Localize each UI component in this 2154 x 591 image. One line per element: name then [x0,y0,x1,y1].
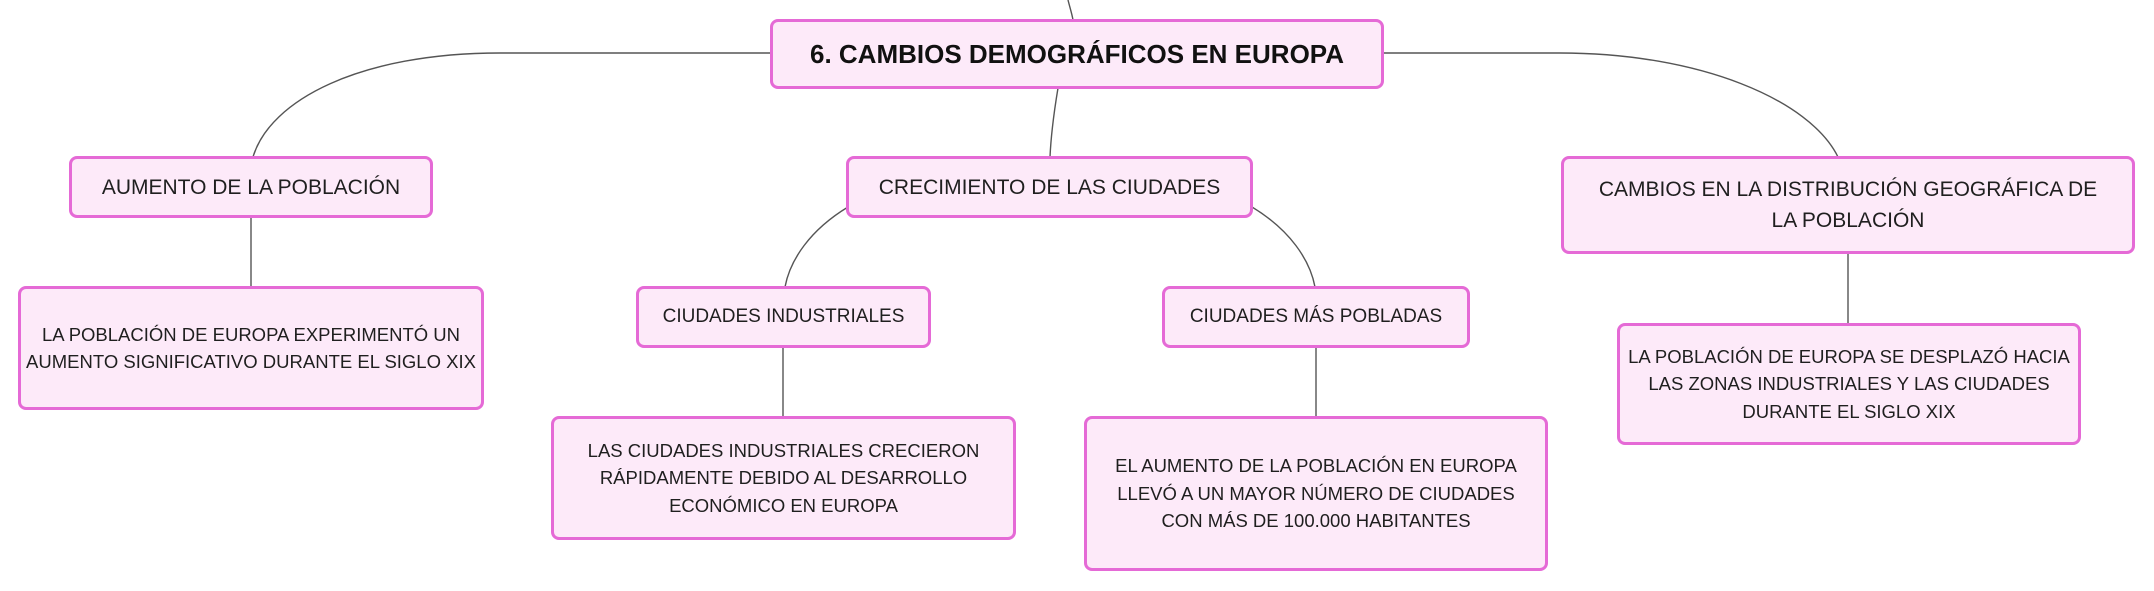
connector-parent-to-root [1067,0,1074,21]
detail-aumento-text: LA POBLACIÓN DE EUROPA EXPERIMENTÓ UN AU… [26,323,476,373]
subbranch-industriales-label: CIUDADES INDUSTRIALES [662,306,905,327]
connector-root-to-distribucion [1383,52,1839,158]
subbranch-industriales-node[interactable]: CIUDADES INDUSTRIALES [636,286,931,348]
root-topic-label: 6. CAMBIOS DEMOGRÁFICOS EN EUROPA [809,38,1344,69]
connector-crecimiento-to-pobladas [1251,206,1316,288]
detail-industriales-node[interactable]: LAS CIUDADES INDUSTRIALES CRECIERON RÁPI… [551,416,1016,540]
detail-industriales-text: LAS CIUDADES INDUSTRIALES CRECIERON RÁPI… [587,439,980,516]
detail-pobladas-text: EL AUMENTO DE LA POBLACIÓN EN EUROPA LLE… [1115,455,1517,532]
branch-crecimiento-label: CRECIMIENTO DE LAS CIUDADES [878,175,1221,199]
detail-aumento-node[interactable]: LA POBLACIÓN DE EUROPA EXPERIMENTÓ UN AU… [18,286,484,410]
subbranch-pobladas-node[interactable]: CIUDADES MÁS POBLADAS [1162,286,1470,348]
branch-aumento-label: AUMENTO DE LA POBLACIÓN [101,175,401,199]
detail-distribucion-node[interactable]: LA POBLACIÓN DE EUROPA SE DESPLAZÓ HACIA… [1617,323,2081,445]
branch-distribucion-node[interactable]: CAMBIOS EN LA DISTRIBUCIÓN GEOGRÁFICA DE… [1561,156,2135,254]
branch-aumento-node[interactable]: AUMENTO DE LA POBLACIÓN [69,156,433,218]
detail-distribucion-text: LA POBLACIÓN DE EUROPA SE DESPLAZÓ HACIA… [1628,345,2070,422]
root-topic-node[interactable]: 6. CAMBIOS DEMOGRÁFICOS EN EUROPA [770,19,1384,89]
connector-root-to-crecimiento [1049,87,1059,158]
branch-crecimiento-node[interactable]: CRECIMIENTO DE LAS CIUDADES [846,156,1253,218]
branch-distribucion-label: CAMBIOS EN LA DISTRIBUCIÓN GEOGRÁFICA DE… [1598,178,2098,232]
detail-pobladas-node[interactable]: EL AUMENTO DE LA POBLACIÓN EN EUROPA LLE… [1084,416,1548,571]
subbranch-pobladas-label: CIUDADES MÁS POBLADAS [1189,306,1443,327]
connector-root-to-aumento [252,52,772,158]
connector-crecimiento-to-industriales [784,206,849,288]
